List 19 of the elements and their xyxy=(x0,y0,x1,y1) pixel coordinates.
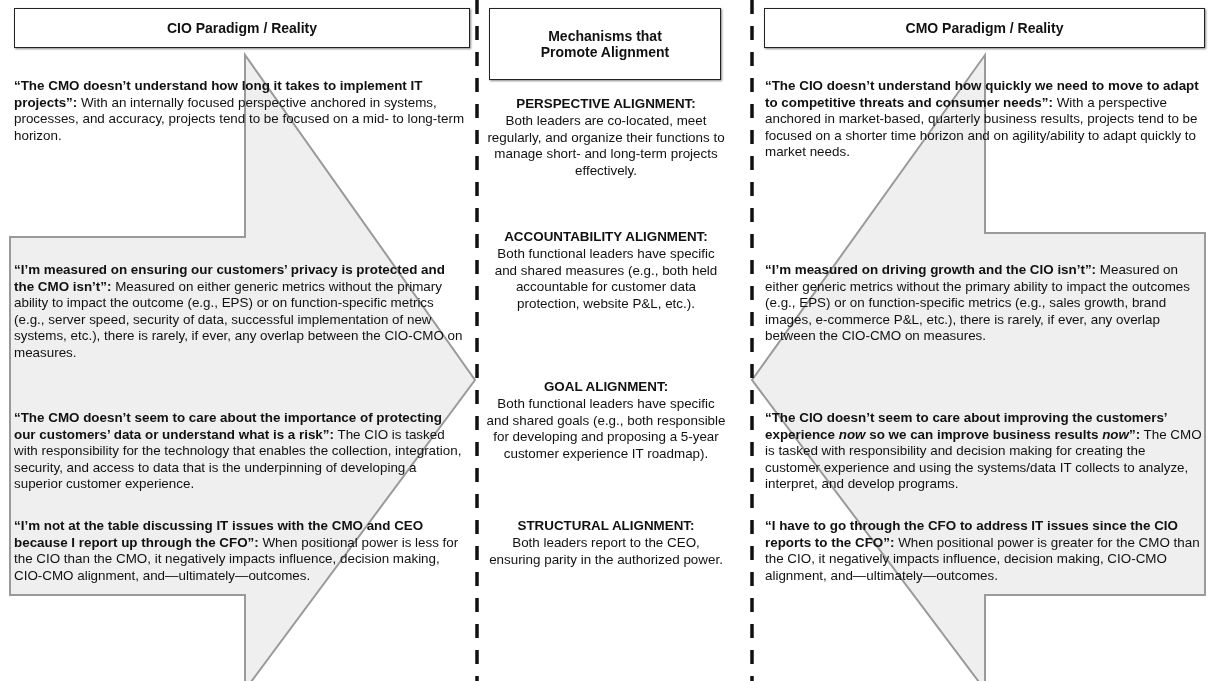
quote-paragraph: “I have to go through the CFO to address IT issues since the CIO reports to the CFO”: When positional power is greater for the CMO than the CIO, it negatively impacts influence, decision making, CIO-CMO alignment, and—ultimately—outcomes. xyxy=(765,518,1201,584)
section-heading: STRUCTURAL ALIGNMENT: xyxy=(516,518,696,535)
section-heading: PERSPECTIVE ALIGNMENT: xyxy=(515,96,697,113)
body-text: Both leaders report to the CEO, ensuring parity in the authorized power. xyxy=(488,535,724,568)
body-text: Both functional leaders have specific and shared measures (e.g., both held accountable for customer data protection, website P&L, etc.). xyxy=(493,246,719,312)
quote-paragraph: “The CIO doesn’t understand how quickly we need to move to adapt to competitive threats and consumer needs”: With a perspective anchored in market-based, quarterly business results, projects tend to be focused on a shorter time horizon and on agility/ability to adapt quickly to market needs. xyxy=(765,78,1200,161)
quote-paragraph: “The CMO doesn’t seem to care about the importance of protecting our customers’ data or understand what is a risk”: The CIO is tasked with responsibility for the technology that enables the collection, integration, security, and access to data that is the underpinning of developing a superior customer experience. xyxy=(14,410,463,493)
section-heading: ACCOUNTABILITY ALIGNMENT: xyxy=(503,229,709,246)
quote-paragraph: “I’m measured on driving growth and the CIO isn’t”: Measured on either generic metrics without the primary ability to impact the outcomes (e.g., EPS) or on function-specific metrics (e.g., sales growth, brand images, e-commerce P&L, etc.), there is rarely, if ever, any overlap between the CIO-CMO on measures. xyxy=(765,262,1191,345)
quote-paragraph: “The CMO doesn’t understand how long it takes to implement IT projects”: With an internally focused perspective anchored in systems, processes, and accuracy, projects tend to be focused on a mid- to long-term horizon. xyxy=(14,78,466,144)
body-text: Both functional leaders have specific and shared goals (e.g., both responsible for developing and proposing a 5-year customer experience IT roadmap). xyxy=(486,396,726,462)
section-heading: GOAL ALIGNMENT: xyxy=(542,379,670,396)
column-header: CIO Paradigm / Reality xyxy=(14,8,470,48)
quote-paragraph: “I’m not at the table discussing IT issues with the CMO and CEO because I report up through the CFO”: When positional power is less for the CIO than the CMO, it negatively impacts influence, decision making, CIO-CMO alignment, and—ultimately—outcomes. xyxy=(14,518,460,584)
quote-paragraph: “The CIO doesn’t seem to care about improving the customers’ experience now so we can improve business results now”: The CMO is tasked with responsibility and decision making for creating the customer experience and using the systems/data IT collects to analyze, interpret, and develop programs. xyxy=(765,410,1203,493)
body-text: Both leaders are co-located, meet regularly, and organize their functions to manage short- and long-term projects effectively. xyxy=(486,113,726,179)
quote-paragraph: “I’m measured on ensuring our customers’ privacy is protected and the CMO isn’t”: Measured on either generic metrics without the primary ability to impact the outcome (e.g., EPS) or on function-specific metrics (e.g., server speed, security of data, successful implementation of new systems, etc.), there is rarely, if ever, any overlap between the CIO-CMO on measures. xyxy=(14,262,464,361)
column-header: CMO Paradigm / Reality xyxy=(764,8,1205,48)
column-header: Mechanisms that Promote Alignment xyxy=(489,8,721,80)
